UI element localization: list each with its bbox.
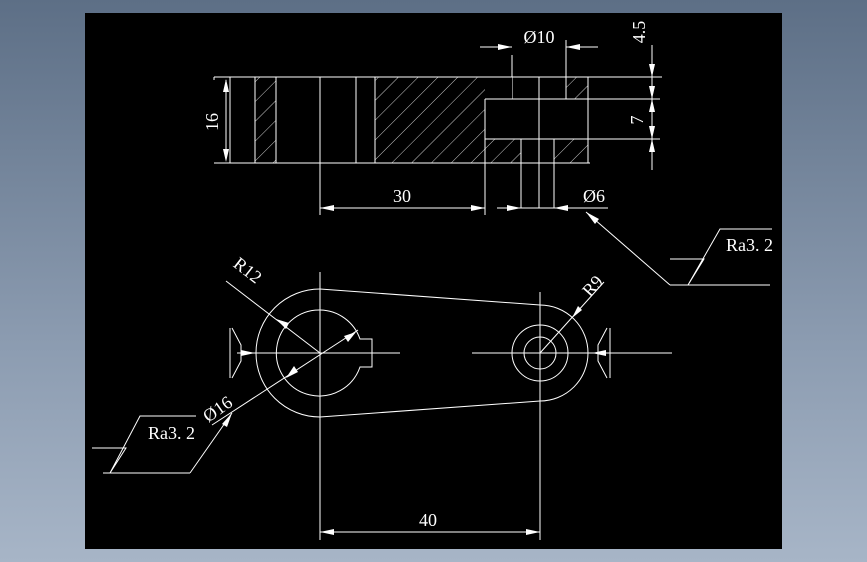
dim-30: 30 [319, 163, 486, 215]
dim-diameter-10-label: Ø10 [524, 27, 555, 47]
left-locator-marks [229, 327, 255, 379]
dim-30-label: 30 [393, 186, 411, 206]
dim-diameter-10: Ø10 [480, 27, 598, 50]
dim-diameter-6: Ø6 [497, 186, 608, 211]
dim-4-5-and-7: 4.5 7 [590, 21, 662, 170]
surface-finish-right: Ra3. 2 [585, 211, 773, 286]
dim-4-5-label: 4.5 [629, 21, 649, 44]
dim-40-label: 40 [419, 510, 437, 530]
surface-finish-left: Ra3. 2 [92, 412, 233, 474]
dim-diameter-16-label: Ø16 [199, 392, 236, 426]
surface-finish-right-label: Ra3. 2 [726, 235, 773, 255]
plan-view [237, 272, 672, 540]
dim-radius-12: R12 [225, 253, 321, 354]
dim-16-label: 16 [202, 113, 222, 131]
section-view [213, 40, 660, 208]
dim-diameter-6-label: Ø6 [583, 186, 605, 206]
dim-radius-12-label: R12 [230, 253, 266, 287]
surface-finish-left-label: Ra3. 2 [148, 423, 195, 443]
dim-diameter-16: Ø16 [199, 329, 359, 426]
dim-16: 16 [202, 79, 229, 162]
dim-radius-9-label: R9 [578, 271, 607, 300]
dim-40: 40 [320, 510, 540, 535]
right-locator-marks [592, 327, 672, 379]
dim-7-label: 7 [627, 116, 647, 125]
